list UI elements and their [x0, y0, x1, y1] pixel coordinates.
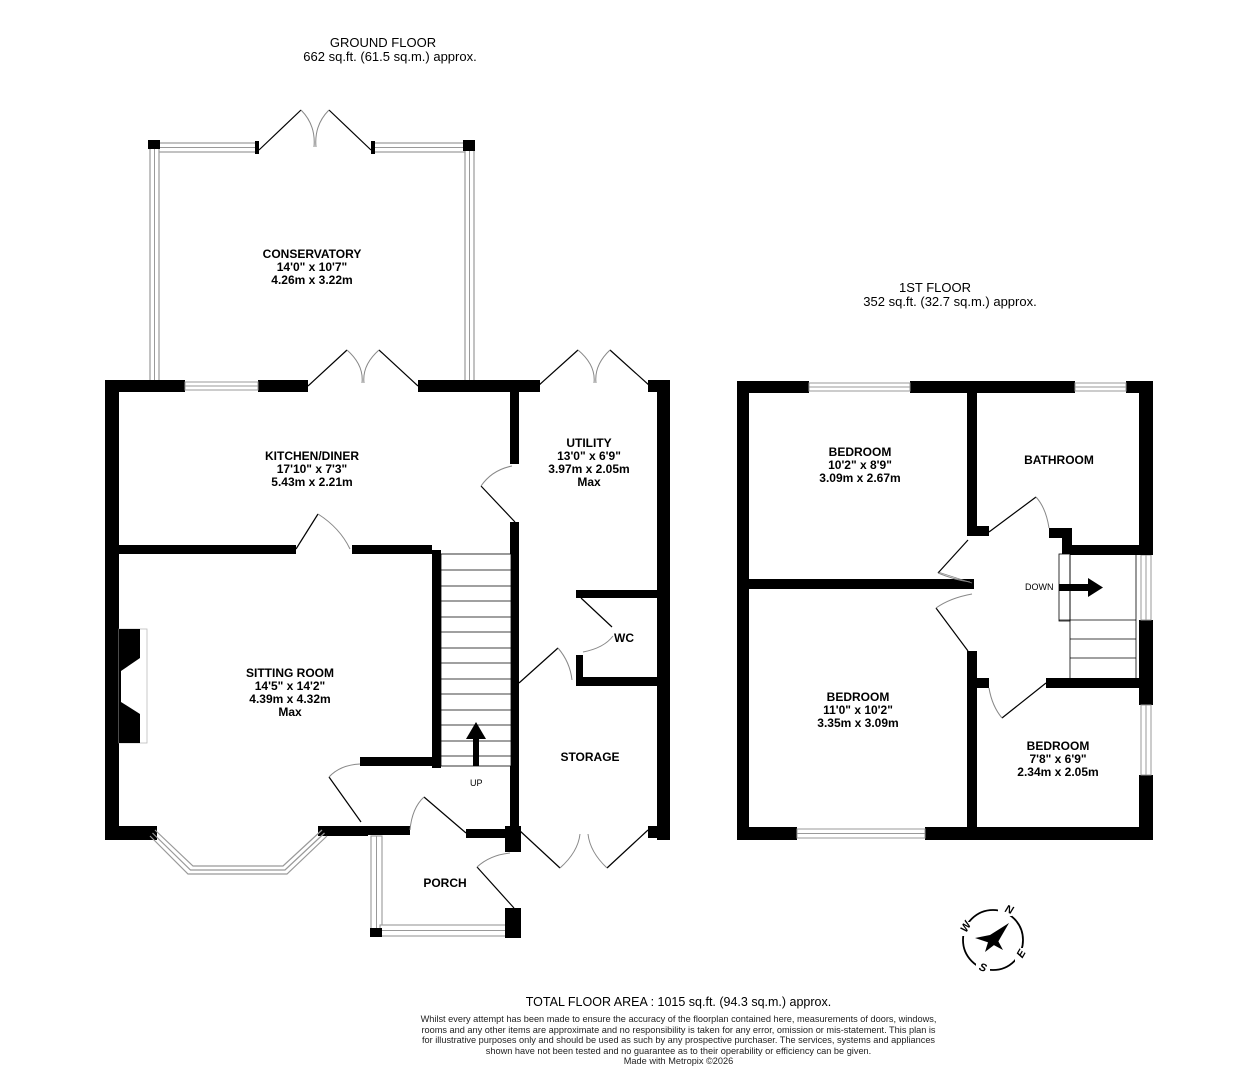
stairs-down-label: DOWN	[1025, 582, 1054, 592]
room-note: Max	[577, 475, 601, 489]
ground-floor-heading: GROUND FLOOR 662 sq.ft. (61.5 sq.m.) app…	[270, 36, 510, 64]
room-sitting-room: SITTING ROOM 14'5" x 14'2" 4.39m x 4.32m…	[246, 667, 334, 719]
room-porch: PORCH	[423, 877, 466, 890]
room-bedroom-1: BEDROOM 10'2" x 8'9" 3.09m x 2.67m	[819, 446, 900, 485]
first-floor-plan	[737, 381, 1153, 840]
room-metric: 2.34m x 2.05m	[1017, 765, 1099, 779]
room-bedroom-3: BEDROOM 7'8" x 6'9" 2.34m x 2.05m	[1017, 740, 1098, 779]
room-storage: STORAGE	[560, 751, 619, 764]
room-metric: 3.97m x 2.05m	[548, 462, 630, 476]
room-name: UTILITY	[566, 436, 612, 450]
compass-rose-icon	[956, 902, 1029, 976]
footer: TOTAL FLOOR AREA : 1015 sq.ft. (94.3 sq.…	[0, 995, 1257, 1067]
disclaimer-text: Whilst every attempt has been made to en…	[420, 1014, 937, 1056]
room-metric: 4.26m x 3.22m	[271, 273, 353, 287]
room-bathroom: BATHROOM	[1024, 454, 1094, 467]
room-name: WC	[614, 631, 634, 645]
room-name: PORCH	[423, 876, 467, 890]
room-imperial: 14'0" x 10'7"	[276, 260, 348, 274]
ground-floor-plan	[105, 109, 670, 938]
room-kitchen-diner: KITCHEN/DINER 17'10" x 7'3" 5.43m x 2.21…	[265, 450, 359, 489]
room-name: BEDROOM	[1026, 739, 1090, 753]
room-imperial: 17'10" x 7'3"	[276, 462, 348, 476]
room-imperial: 11'0" x 10'2"	[823, 703, 893, 717]
room-name: SITTING ROOM	[246, 666, 334, 680]
ground-floor-title: GROUND FLOOR	[329, 35, 437, 50]
ground-floor-area: 662 sq.ft. (61.5 sq.m.) approx.	[303, 49, 477, 64]
room-conservatory: CONSERVATORY 14'0" x 10'7" 4.26m x 3.22m	[263, 248, 362, 287]
first-floor-heading: 1ST FLOOR 352 sq.ft. (32.7 sq.m.) approx…	[830, 281, 1070, 309]
total-floor-area: TOTAL FLOOR AREA : 1015 sq.ft. (94.3 sq.…	[525, 995, 832, 1009]
room-imperial: 13'0" x 6'9"	[557, 449, 621, 463]
room-metric: 4.39m x 4.32m	[249, 692, 331, 706]
credit-text: Made with Metropix ©2026	[623, 1056, 734, 1067]
room-imperial: 14'5" x 14'2"	[254, 679, 326, 693]
room-name: KITCHEN/DINER	[264, 449, 360, 463]
room-metric: 3.09m x 2.67m	[819, 471, 901, 485]
room-metric: 3.35m x 3.09m	[817, 716, 899, 730]
first-floor-title: 1ST FLOOR	[898, 280, 971, 295]
room-note: Max	[278, 705, 302, 719]
room-name: BATHROOM	[1024, 453, 1094, 467]
room-imperial: 10'2" x 8'9"	[828, 458, 892, 472]
room-name: CONSERVATORY	[262, 247, 362, 261]
room-name: STORAGE	[560, 750, 620, 764]
stairs-up-label: UP	[470, 778, 483, 788]
first-floor-area: 352 sq.ft. (32.7 sq.m.) approx.	[863, 294, 1037, 309]
room-metric: 5.43m x 2.21m	[271, 475, 353, 489]
room-imperial: 7'8" x 6'9"	[1029, 752, 1087, 766]
room-name: BEDROOM	[826, 690, 890, 704]
room-wc: WC	[614, 632, 634, 645]
room-bedroom-2: BEDROOM 11'0" x 10'2" 3.35m x 3.09m	[817, 691, 898, 730]
room-name: BEDROOM	[828, 445, 892, 459]
room-utility: UTILITY 13'0" x 6'9" 3.97m x 2.05m Max	[548, 437, 629, 489]
